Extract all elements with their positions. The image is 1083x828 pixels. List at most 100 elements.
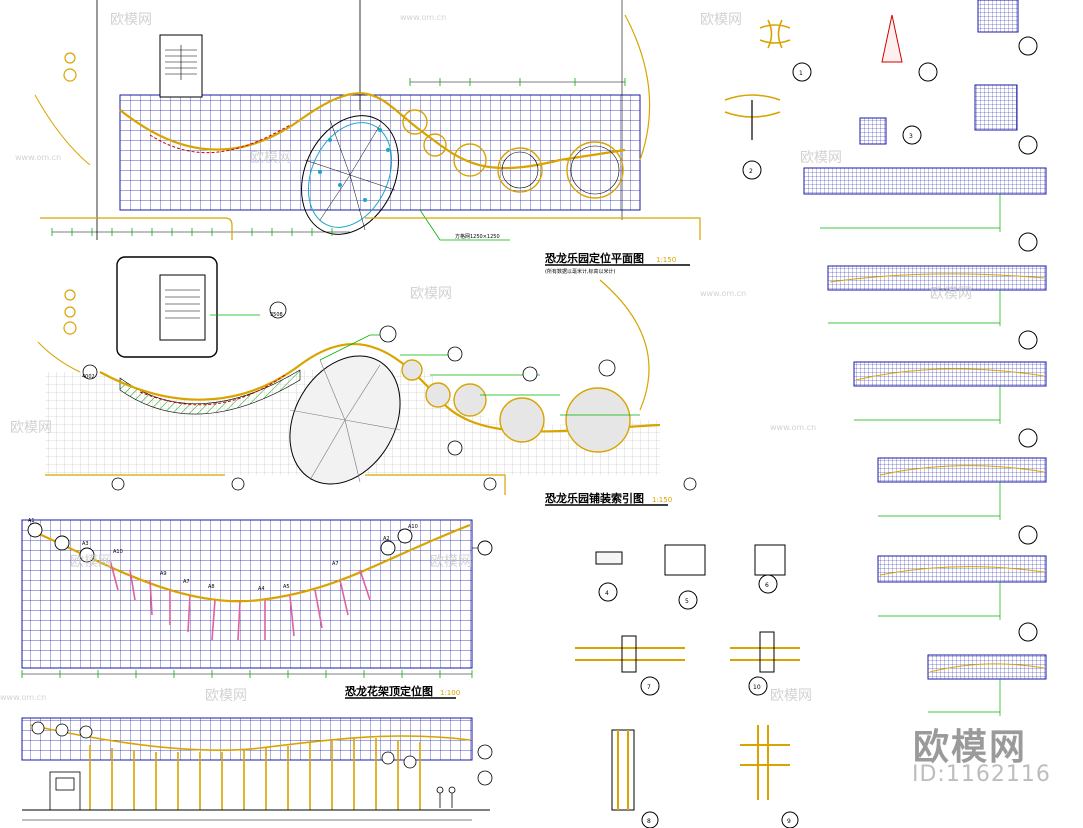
beam-strips-right [803,167,1047,716]
canopy-circles [27,522,413,563]
grid-note-leader-1 [419,209,510,241]
canopy-ribs [109,559,371,641]
plan-2-paving: 3508 4002 恐龙乐园铺装索引图 1:150 [37,256,697,506]
watermark-2: 欧模网 [700,12,742,28]
brand-watermark: 欧模网 [913,727,1028,768]
detail-7-tag [640,676,660,696]
hatched-band [119,369,301,415]
detail-4-number: 4 [605,590,609,597]
tag-a3-circle [1018,135,1038,155]
watermark-7: 欧模网 [10,420,52,436]
detail-2-number: 2 [749,168,753,175]
people-figures [49,771,456,811]
strip-a8-curve [879,566,1045,576]
watermark-url-2: www.om.cn [15,153,61,162]
a-label-10-left: A10 [113,549,123,555]
strip-a7 [877,457,1047,483]
detail-3-tag [902,125,922,145]
model-id-watermark: ID:1162116 [912,762,1051,787]
a-label-5: A5 [283,584,290,590]
watermark-url-5: www.om.cn [0,693,46,702]
stair-block-2 [159,274,206,341]
watermark-6: 欧模网 [930,286,972,302]
dim-ticks-top-1 [409,78,626,86]
dino-path-red-1 [149,124,291,154]
triangle-marker [881,14,903,63]
arc-right-2 [599,279,650,411]
elevation-circles [31,721,417,769]
watermark-9: 欧模网 [430,554,472,570]
a-label-1: A1 [28,518,35,524]
tile-a3 [974,84,1018,131]
grid-note-1: 方格网1250×1250 [455,233,500,240]
a-label-7-right: A7 [332,561,339,567]
watermark-3: 欧模网 [250,150,292,166]
detail-8-number: 8 [647,818,651,825]
detail-6-number: 6 [765,582,769,589]
plan-3-scale: 1:100 [440,689,460,697]
watermarks: 欧模网 www.om.cn 欧模网 欧模网 www.om.cn 欧模网 欧模网 … [0,12,972,704]
tile-a2 [977,0,1019,33]
detail-9-number: 9 [787,818,791,825]
plan-2-title: 恐龙乐园铺装索引图 [545,491,644,505]
a-label-7-left: A7 [183,579,190,585]
plaza-circles-2 [401,359,631,453]
detail-10-beam [730,631,800,673]
detail-1-tag [792,62,812,82]
plan-1-scale: 1:150 [656,256,676,264]
cyan-markers-1 [318,128,390,202]
elevation-canopy [21,717,493,821]
watermark-1: 欧模网 [110,12,152,28]
strip-a4 [803,167,1047,195]
watermark-4: 欧模网 [800,150,842,166]
elevation-side-tags [477,744,493,786]
watermark-url-1: www.om.cn [400,13,446,22]
a-label-8-left: A8 [208,584,215,590]
arc-right-1 [624,14,651,161]
detail-10-tag [748,676,768,696]
tag-a6-circle [1018,428,1038,448]
watermark-10: 欧模网 [205,688,247,704]
tag-a7-circle [1018,525,1038,545]
detail-1-number: 1 [799,70,803,77]
detail-1-cross [759,19,791,49]
oval-plaza-1-inner [307,122,393,228]
plan-1-note: (所有数据以毫米计,标高以米计) [545,268,616,275]
strip-a9 [927,654,1047,680]
strip-a6 [853,361,1047,387]
trees-left-2 [37,289,81,373]
plan-3-title: 恐龙花架顶定位图 [345,684,433,698]
strip-dimension-lines [820,194,1001,716]
oval-radial-lines-1 [304,119,396,231]
plan-3-tag-7 [477,540,493,556]
plan-3-canopy: A1 A3 A10 A9 A7 A8 A4 A5 A7 A2 A10 恐龙花架顶… [21,518,493,699]
watermark-url-4: www.om.cn [770,423,816,432]
elevation-columns [89,738,421,810]
curb-bottom-1 [40,217,701,240]
curb-bottom-2 [45,474,506,495]
stair-treads-2 [165,289,200,319]
canopy-curve [29,523,471,603]
detail-8-column [611,729,635,811]
detail-9-tag [781,811,799,828]
dim-ticks-plan-3 [21,670,473,678]
trees-left-1 [34,52,91,166]
tag-a2-circle [1018,36,1038,56]
tag-a5-circle [1018,330,1038,350]
detail-7-number: 7 [647,684,651,691]
a-label-3: A3 [82,541,89,547]
tile-small-3 [859,117,887,145]
stair-treads-1 [165,45,197,80]
plaza-circles-1 [402,109,624,199]
tag-a1-circle [918,62,938,82]
detail-tags-4-5-6 [598,574,778,610]
detail-3-number: 3 [909,133,913,140]
oval-radial-lines-2 [289,359,401,483]
watermark-5: 欧模网 [410,286,452,302]
detail-8-tag [641,811,659,828]
strip-a9-curve [929,663,1045,673]
elevation-curve [29,724,471,751]
plan-2-tags [82,301,697,491]
detail-7-beam [575,635,685,673]
